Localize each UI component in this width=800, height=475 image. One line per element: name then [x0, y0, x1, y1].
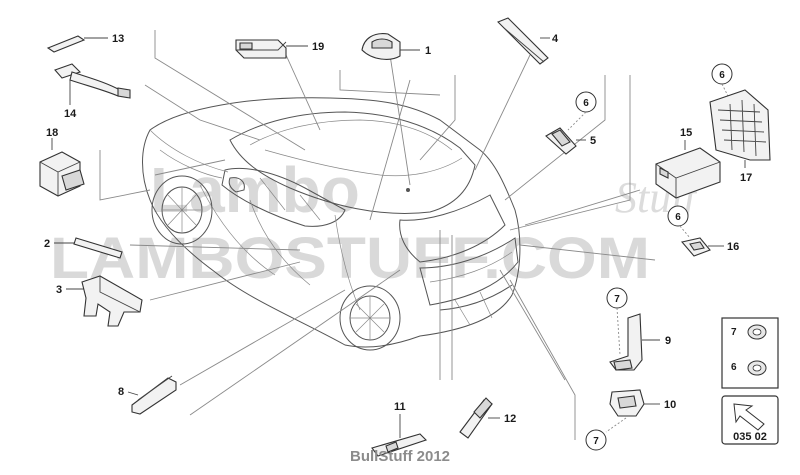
leader-lines	[99, 30, 656, 440]
part-4: 4	[497, 17, 559, 65]
part-8-label: 8	[118, 386, 124, 398]
part-9: 7 9	[606, 287, 671, 371]
legend-box: 7 6	[721, 317, 779, 389]
part-11: 11	[371, 401, 428, 457]
part-12-label: 12	[504, 413, 516, 425]
part-10-label: 10	[664, 399, 676, 411]
part-14: 14	[54, 63, 131, 120]
part-13: 13	[46, 33, 124, 53]
part-12: 12	[459, 397, 516, 439]
part-16-label: 16	[727, 241, 739, 253]
arrow-icon	[733, 403, 765, 431]
legend-6-label: 6	[731, 362, 737, 373]
footer-credit: BullStuff 2012	[349, 448, 451, 465]
part-1: 1	[361, 33, 431, 60]
callout-6b-text: 6	[719, 70, 725, 81]
watermark-line2: LAMBOSTUFF.COM	[50, 226, 650, 291]
part-18: 18	[39, 127, 85, 197]
part-15-label: 15	[680, 127, 692, 139]
part-16: 6 16	[667, 205, 739, 257]
part-10: 10 7	[585, 389, 676, 451]
part-1-label: 1	[425, 45, 431, 57]
callout-circle-6c	[667, 205, 689, 227]
part-5-label: 5	[590, 135, 596, 147]
part-15: 15	[655, 127, 721, 199]
part-3-label: 3	[56, 284, 62, 296]
part-17: 6 17	[709, 63, 771, 184]
callout-circle-7b	[585, 429, 607, 451]
part-19: 19	[235, 39, 324, 59]
watermark-line1: Lambo	[150, 154, 360, 226]
part-9-label: 9	[665, 335, 671, 347]
part-8: 8	[118, 375, 177, 415]
part-2-label: 2	[44, 238, 50, 250]
part-14-label: 14	[64, 108, 77, 120]
callout-7b-text: 7	[593, 436, 599, 447]
callout-6c-text: 6	[675, 212, 681, 223]
callout-6-text: 6	[583, 98, 589, 109]
part-17-label: 17	[740, 172, 752, 184]
diagram-code-text: 035 02	[733, 431, 767, 443]
diagram-code-box: 035 02	[721, 395, 779, 445]
part-2: 2	[44, 237, 123, 259]
part-5: 6 5	[545, 91, 597, 155]
legend-7-label: 7	[731, 327, 737, 338]
callout-7a-text: 7	[614, 294, 620, 305]
part-3: 3	[56, 275, 143, 327]
part-18-label: 18	[46, 127, 58, 139]
part-19-label: 19	[312, 41, 324, 53]
part-11-label: 11	[394, 401, 406, 413]
car-illustration	[142, 97, 521, 351]
part-13-label: 13	[112, 33, 124, 45]
part-4-label: 4	[552, 33, 559, 45]
